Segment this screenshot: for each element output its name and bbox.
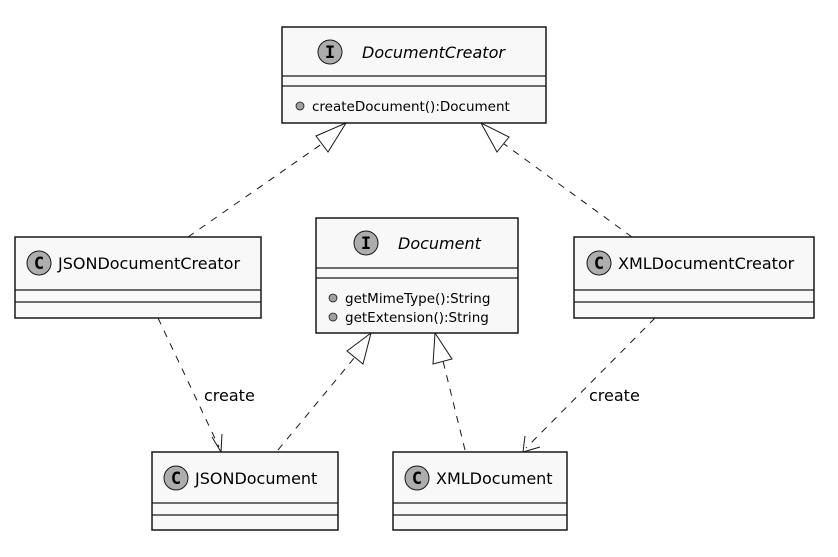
stereotype-glyph: C [34,254,44,274]
dependency-json-create [157,317,223,454]
class-name: JSONDocument [194,469,317,488]
class-json-document-creator[interactable]: C JSONDocumentCreator [14,236,262,319]
class-xml-document[interactable]: C XMLDocument [392,451,568,531]
stereotype-glyph: I [361,234,371,254]
realization-json-document [277,331,372,451]
interface-document[interactable]: I Document getMimeType():String getExten… [315,217,519,334]
class-name: XMLDocumentCreator [618,254,795,273]
class-stereotype-icon [26,250,52,276]
stereotype-glyph: C [594,254,604,274]
dependency-xml-create [522,317,656,453]
json-create-label: create [204,386,255,405]
interface-stereotype-icon [317,39,343,65]
method-get-extension: getExtension():String [345,310,489,326]
interface-stereotype-icon [353,230,379,256]
stereotype-glyph: I [325,43,335,63]
realization-json-creator [187,121,348,238]
class-json-document[interactable]: C JSONDocument [151,451,339,531]
public-method-icon [295,101,305,111]
method-get-mime-type: getMimeType():String [345,291,490,307]
class-stereotype-icon [404,465,430,491]
class-stereotype-icon [586,250,612,276]
class-name: JSONDocumentCreator [57,254,240,273]
interface-document-creator[interactable]: I DocumentCreator createDocument():Docum… [281,26,547,124]
stereotype-glyph: C [171,469,181,489]
stereotype-glyph: C [412,469,422,489]
class-stereotype-icon [163,465,189,491]
public-method-icon [328,312,338,322]
class-xml-document-creator[interactable]: C XMLDocumentCreator [573,236,815,319]
interface-name: DocumentCreator [362,43,506,62]
interface-name: Document [398,234,482,253]
xml-create-label: create [589,386,640,405]
realization-xml-creator [479,121,633,238]
method-create-document: createDocument():Document [312,99,510,115]
public-method-icon [328,293,338,303]
realization-xml-document [432,331,466,451]
class-name: XMLDocument [436,469,553,488]
